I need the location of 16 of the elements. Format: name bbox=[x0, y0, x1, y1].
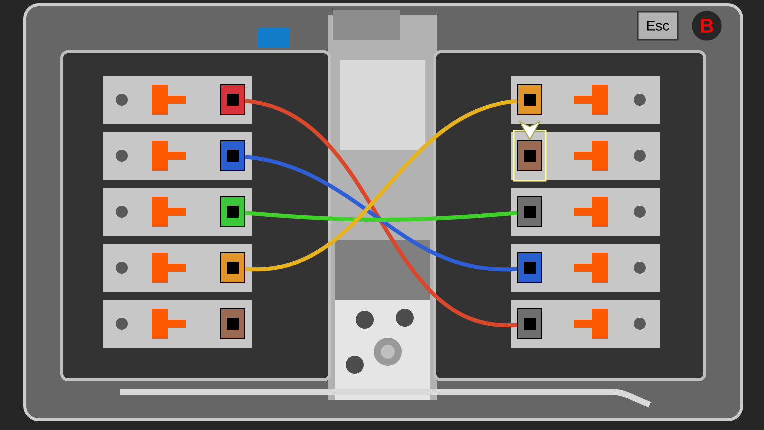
wire bbox=[245, 155, 518, 272]
wire-terminal bbox=[518, 140, 542, 172]
wire bbox=[245, 99, 518, 272]
wire-terminal bbox=[220, 196, 246, 228]
wire bbox=[245, 211, 518, 222]
wire-terminal bbox=[220, 84, 246, 116]
wire-terminal bbox=[220, 252, 246, 284]
wire-terminal bbox=[518, 252, 542, 284]
escape-key: Esc bbox=[637, 11, 679, 41]
wire-terminal bbox=[518, 196, 542, 228]
wire-terminal bbox=[220, 308, 246, 340]
controller-button: B bbox=[692, 10, 722, 42]
wire-terminal bbox=[518, 308, 542, 340]
wire-terminal bbox=[220, 140, 246, 172]
wire bbox=[245, 99, 518, 328]
wire-terminal bbox=[518, 84, 542, 116]
